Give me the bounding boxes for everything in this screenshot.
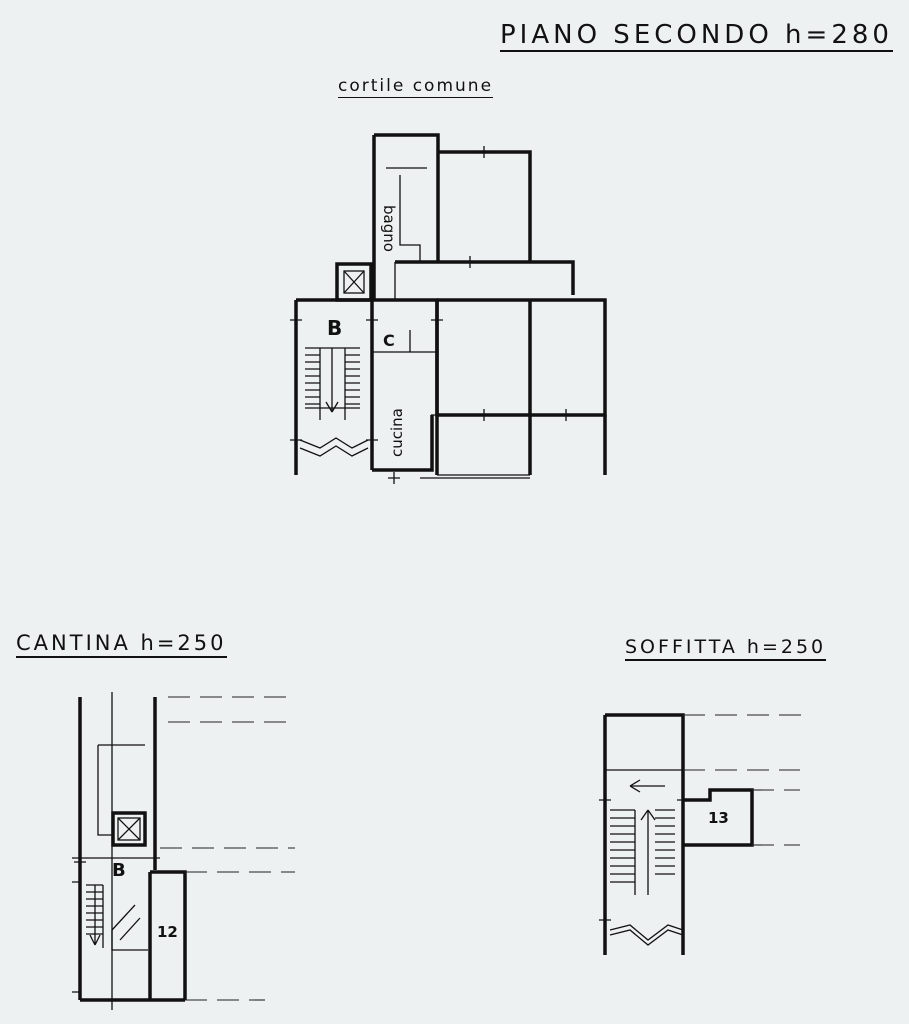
courtyard-label: cortile comune	[338, 76, 494, 98]
second-floor-plan	[290, 133, 607, 484]
cellar-plan	[72, 692, 295, 1010]
attic-unit-13-label: 13	[708, 809, 729, 827]
closet-label: C	[383, 331, 395, 350]
stair-b-cellar-label: B	[112, 860, 126, 881]
cellar-unit-12-label: 12	[157, 923, 178, 941]
cellar-heading: CANTINA h=250	[16, 633, 227, 658]
stair-b-floor-label: B	[327, 316, 343, 340]
attic-heading: SOFFITTA h=250	[625, 638, 827, 661]
attic-plan	[599, 713, 805, 955]
second-floor-heading: PIANO SECONDO h=280	[500, 20, 893, 52]
